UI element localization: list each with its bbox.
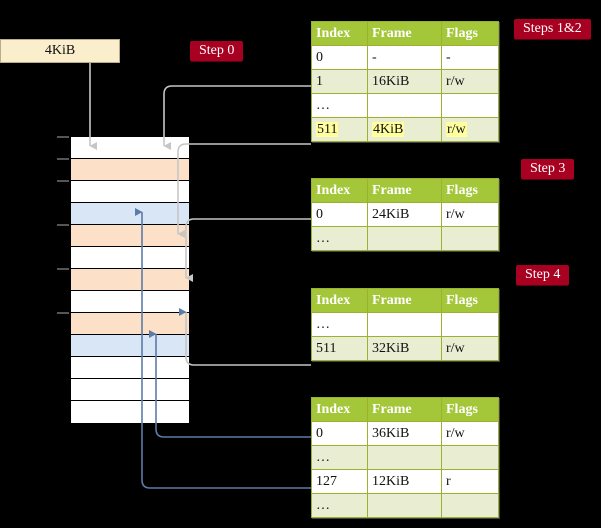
- flags-cell: r/w: [441, 336, 499, 361]
- flags-cell: r/w: [441, 117, 499, 142]
- memory-frame-row: [71, 335, 189, 357]
- frame-cell: 16KiB: [367, 69, 442, 94]
- frame-cell: 36KiB: [367, 421, 442, 446]
- table-row: …: [311, 312, 499, 337]
- table-row: …: [311, 493, 499, 518]
- index-cell: …: [311, 312, 368, 337]
- connector-steps-1-2-b: [177, 143, 311, 238]
- column-header-frame: Frame: [367, 21, 442, 46]
- memory-frame-row: [71, 357, 189, 379]
- column-header-index: Index: [311, 21, 368, 46]
- index-cell: …: [311, 493, 368, 518]
- memory-frame-row: [71, 401, 189, 423]
- table-row: 0--: [311, 45, 499, 70]
- memory-frame-row: [71, 247, 189, 269]
- index-cell: 127: [311, 469, 368, 494]
- column-header-frame: Frame: [367, 397, 442, 422]
- memory-frame-row: [57, 136, 189, 159]
- badge-step-3: Step 3: [521, 159, 575, 180]
- memory-frame-row: [57, 312, 189, 335]
- memory-frame-row: [71, 203, 189, 225]
- index-cell: …: [311, 93, 368, 118]
- frame-cell: 24KiB: [367, 202, 442, 227]
- flags-cell: [441, 445, 499, 470]
- flags-cell: r/w: [441, 69, 499, 94]
- memory-row-tick: [57, 312, 69, 314]
- index-cell: …: [311, 226, 368, 251]
- memory-row-tick: [57, 224, 69, 226]
- column-header-flags: Flags: [441, 288, 499, 313]
- frame-cell: [367, 312, 442, 337]
- column-header-frame: Frame: [367, 178, 442, 203]
- memory-row-tick: [57, 158, 69, 160]
- badge-step-0: Step 0: [190, 41, 244, 62]
- index-cell: …: [311, 445, 368, 470]
- virtual-address-box: 4KiB: [0, 39, 120, 63]
- frame-cell: [367, 226, 442, 251]
- flags-cell: [441, 93, 499, 118]
- physical-memory-column: [57, 136, 190, 423]
- frame-cell: 4KiB: [367, 117, 442, 142]
- memory-frame-row: [57, 180, 189, 203]
- frame-cell: [367, 445, 442, 470]
- column-header-frame: Frame: [367, 288, 442, 313]
- memory-frame-row: [71, 291, 189, 313]
- flags-cell: r/w: [441, 421, 499, 446]
- index-cell: 1: [311, 69, 368, 94]
- memory-row-tick: [57, 180, 69, 182]
- frame-cell: [367, 93, 442, 118]
- connector-step-3: [185, 218, 311, 282]
- column-header-index: Index: [311, 178, 368, 203]
- table-row: …: [311, 445, 499, 470]
- memory-frame-row: [57, 224, 189, 247]
- flags-cell: [441, 493, 499, 518]
- index-cell: 511: [311, 117, 368, 142]
- flags-cell: [441, 312, 499, 337]
- connector-step-4: [179, 308, 311, 366]
- flags-cell: [441, 226, 499, 251]
- flags-cell: r: [441, 469, 499, 494]
- table-row: …: [311, 93, 499, 118]
- column-header-flags: Flags: [441, 21, 499, 46]
- column-header-flags: Flags: [441, 397, 499, 422]
- frame-cell: -: [367, 45, 442, 70]
- badge-steps-1-2: Steps 1&2: [514, 19, 591, 40]
- index-cell: 0: [311, 45, 368, 70]
- flags-cell: -: [441, 45, 499, 70]
- memory-frame-row: [71, 379, 189, 401]
- index-cell: 0: [311, 421, 368, 446]
- memory-row-tick: [57, 136, 69, 138]
- flags-cell: r/w: [441, 202, 499, 227]
- frame-cell: [367, 493, 442, 518]
- column-header-index: Index: [311, 397, 368, 422]
- frame-cell: 32KiB: [367, 336, 442, 361]
- memory-frame-row: [57, 158, 189, 181]
- index-cell: 0: [311, 202, 368, 227]
- memory-row-tick: [57, 268, 69, 270]
- badge-step-4: Step 4: [516, 265, 570, 286]
- column-header-flags: Flags: [441, 178, 499, 203]
- table-row: …: [311, 226, 499, 251]
- column-header-index: Index: [311, 288, 368, 313]
- memory-frame-row: [57, 268, 189, 291]
- frame-cell: 12KiB: [367, 469, 442, 494]
- index-cell: 511: [311, 336, 368, 361]
